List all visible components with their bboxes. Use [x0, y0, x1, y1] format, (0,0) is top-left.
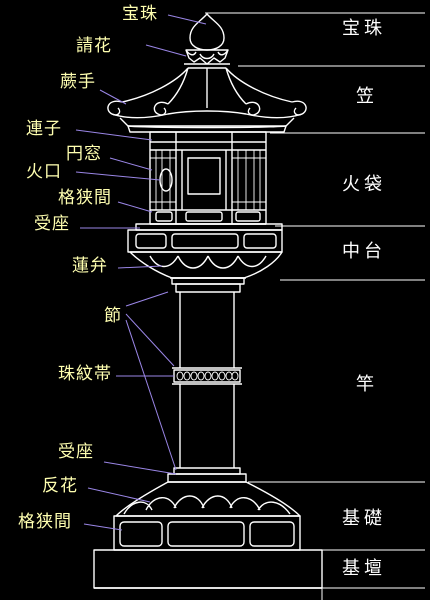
kasa-roof: [121, 67, 293, 103]
warabite-right: [291, 100, 307, 116]
kidan-plinth: [93, 549, 323, 589]
label-ukeza-upper: 受座: [34, 214, 70, 234]
higuchi-opening: [187, 157, 221, 195]
label-ukeza-lower: 受座: [58, 442, 94, 462]
hoju-jewel: [189, 13, 225, 51]
section-kasa: 笠: [356, 86, 378, 107]
label-kaeribana: 反花: [42, 476, 78, 496]
label-jumontai: 珠紋帯: [58, 364, 112, 384]
label-koshama-lower: 格狭間: [18, 512, 72, 532]
renben-lotus: [129, 251, 283, 279]
label-enso: 円窓: [66, 144, 102, 164]
label-ukebana: 請花: [76, 36, 112, 56]
leader-lines: [75, 14, 207, 531]
ukebana-lotus: [185, 49, 229, 65]
lantern-drawing: [93, 13, 323, 589]
kiso-base: [113, 515, 301, 551]
section-hibukuro: 火袋: [342, 174, 386, 195]
warabite-center-right: [245, 101, 261, 116]
section-kidan: 基壇: [342, 558, 386, 579]
label-koshama-upper: 格狭間: [58, 188, 112, 208]
section-chudai: 中台: [342, 241, 386, 262]
renji-lattice: [150, 150, 266, 210]
label-higuchi: 火口: [26, 162, 62, 182]
section-hoju: 宝珠: [342, 18, 386, 39]
section-kiso: 基礎: [342, 508, 386, 529]
jumontai-beads: [176, 371, 239, 381]
label-hoju: 宝珠: [122, 4, 158, 24]
label-renben: 蓮弁: [72, 256, 108, 276]
chudai-top: [135, 223, 283, 231]
warabite-left: [107, 100, 123, 116]
section-sao: 竿: [356, 374, 378, 395]
warabite-center-left: [153, 101, 169, 116]
section-dividers: [205, 12, 425, 600]
label-renji: 連子: [26, 119, 62, 139]
label-warabite: 蕨手: [60, 72, 96, 92]
ukeza-lower: [173, 467, 241, 475]
label-fushi: 節: [104, 306, 122, 326]
sao-pillar: [179, 292, 235, 368]
